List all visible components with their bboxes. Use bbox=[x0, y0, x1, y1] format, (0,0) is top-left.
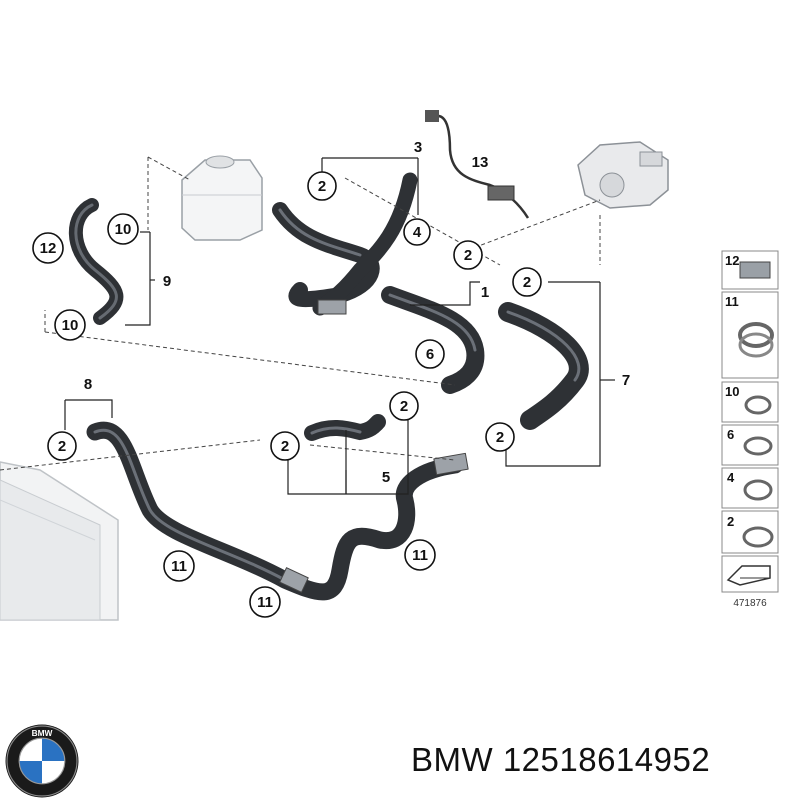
callout-2-b: 2 bbox=[453, 240, 483, 270]
callout-2-d: 2 bbox=[47, 431, 77, 461]
legend-item-10: 10 bbox=[721, 381, 779, 423]
part-number-text: BMW 12518614952 bbox=[411, 741, 711, 778]
callout-13: 13 bbox=[472, 154, 489, 171]
callout-11-a: 11 bbox=[163, 550, 195, 582]
svg-text:6: 6 bbox=[426, 346, 434, 363]
svg-text:2: 2 bbox=[58, 438, 66, 455]
callout-11-b: 11 bbox=[404, 539, 436, 571]
svg-text:6: 6 bbox=[727, 427, 734, 442]
svg-text:10: 10 bbox=[725, 384, 739, 399]
expansion-tank bbox=[181, 155, 263, 241]
thermostat-housing bbox=[577, 141, 669, 209]
callout-3: 3 bbox=[414, 139, 422, 156]
svg-text:12: 12 bbox=[40, 240, 57, 257]
svg-text:3: 3 bbox=[414, 139, 422, 156]
dashed-leaders bbox=[0, 156, 601, 471]
callout-6: 6 bbox=[415, 339, 445, 369]
legend-item-11: 11 bbox=[721, 291, 779, 379]
callout-4: 4 bbox=[403, 218, 431, 246]
svg-text:2: 2 bbox=[464, 247, 472, 264]
svg-text:11: 11 bbox=[171, 558, 187, 575]
plain-labels: 1 5 7 8 9 bbox=[84, 273, 630, 486]
svg-text:2: 2 bbox=[281, 438, 289, 455]
svg-text:2: 2 bbox=[727, 514, 734, 529]
hose-8-11 bbox=[86, 421, 469, 601]
reference-number: 471876 bbox=[733, 598, 767, 609]
hose-9 bbox=[68, 198, 124, 325]
svg-text:2: 2 bbox=[523, 274, 531, 291]
callout-2-a: 2 bbox=[307, 171, 337, 201]
callout-2-e: 2 bbox=[389, 391, 419, 421]
svg-text:4: 4 bbox=[727, 470, 735, 485]
svg-text:BMW: BMW bbox=[32, 728, 53, 738]
callout-10-b: 10 bbox=[54, 309, 86, 341]
callout-10-a: 10 bbox=[107, 213, 139, 245]
callout-11-c: 11 bbox=[249, 586, 281, 618]
legend-item-12: 12 bbox=[721, 250, 779, 290]
svg-text:10: 10 bbox=[115, 221, 132, 238]
hose-5 bbox=[304, 414, 386, 441]
bmw-roundel-logo: BMW bbox=[5, 724, 79, 798]
svg-text:12: 12 bbox=[725, 253, 739, 268]
svg-text:9: 9 bbox=[163, 273, 171, 290]
legend-item-6: 6 bbox=[721, 424, 779, 466]
callout-2-g: 2 bbox=[485, 422, 515, 452]
svg-text:13: 13 bbox=[472, 154, 489, 171]
callout-12: 12 bbox=[32, 232, 64, 264]
svg-text:5: 5 bbox=[382, 469, 390, 486]
svg-text:11: 11 bbox=[257, 594, 273, 611]
svg-text:7: 7 bbox=[622, 372, 630, 389]
svg-text:11: 11 bbox=[725, 294, 739, 309]
callouts: 2 3 4 13 10 12 10 2 2 6 2 2 2 2 11 11 11 bbox=[32, 139, 542, 618]
svg-text:2: 2 bbox=[318, 178, 326, 195]
legend-panel: 12 11 10 6 4 2 bbox=[721, 250, 779, 609]
sensor-wire bbox=[425, 110, 530, 219]
svg-text:2: 2 bbox=[400, 398, 408, 415]
hose-6 bbox=[381, 286, 485, 394]
callout-2-f: 2 bbox=[270, 431, 300, 461]
svg-text:1: 1 bbox=[481, 284, 489, 301]
svg-text:11: 11 bbox=[412, 547, 428, 564]
legend-arrow bbox=[721, 555, 779, 593]
legend-item-2: 2 bbox=[721, 510, 779, 554]
legend-item-4: 4 bbox=[721, 467, 779, 509]
bracket-lines bbox=[64, 157, 615, 495]
callout-2-c: 2 bbox=[512, 267, 542, 297]
hose-7 bbox=[498, 302, 589, 430]
svg-text:8: 8 bbox=[84, 376, 92, 393]
hose-1 bbox=[272, 172, 418, 316]
svg-text:4: 4 bbox=[413, 224, 422, 241]
radiator bbox=[0, 461, 119, 621]
svg-text:2: 2 bbox=[496, 429, 504, 446]
svg-text:10: 10 bbox=[62, 317, 79, 334]
